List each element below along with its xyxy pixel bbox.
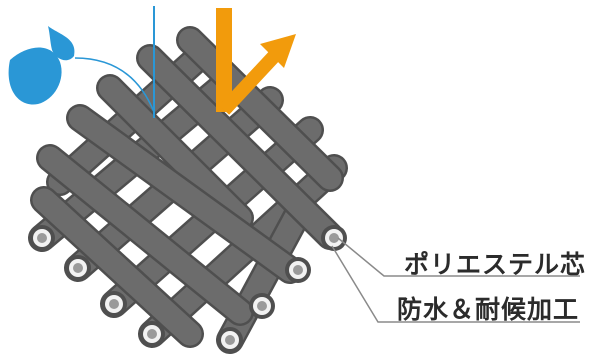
- strands-layer-b: [30, 26, 344, 348]
- strand-diagonal-right: [96, 74, 254, 232]
- strand-end-cap: [249, 293, 275, 319]
- strand-end-cap: [101, 291, 127, 317]
- strand-diagonal-right: [66, 104, 304, 284]
- strand-diagonal-right: [176, 26, 344, 192]
- strand-end-caps: [29, 225, 347, 353]
- reflect-arrow-icon: [216, 8, 296, 115]
- water-drop-icon: [8, 26, 75, 105]
- strand-end-cap: [321, 225, 347, 251]
- strand-end-cap: [217, 327, 243, 353]
- strand-end-cap: [285, 257, 311, 283]
- label-waterproof-coating: 防水＆耐候加工: [397, 295, 580, 324]
- strand-diagonal-right: [136, 44, 344, 250]
- strand-end-cap: [65, 255, 91, 281]
- strand-diagonal-right: [36, 144, 254, 326]
- strand-end-cap: [29, 225, 55, 251]
- strand-end-cap: [139, 321, 165, 347]
- label-polyester-core: ポリエステル芯: [404, 250, 587, 279]
- water-ray: [74, 6, 155, 118]
- strand-diagonal-right: [30, 186, 204, 348]
- label-leaders: [331, 237, 580, 323]
